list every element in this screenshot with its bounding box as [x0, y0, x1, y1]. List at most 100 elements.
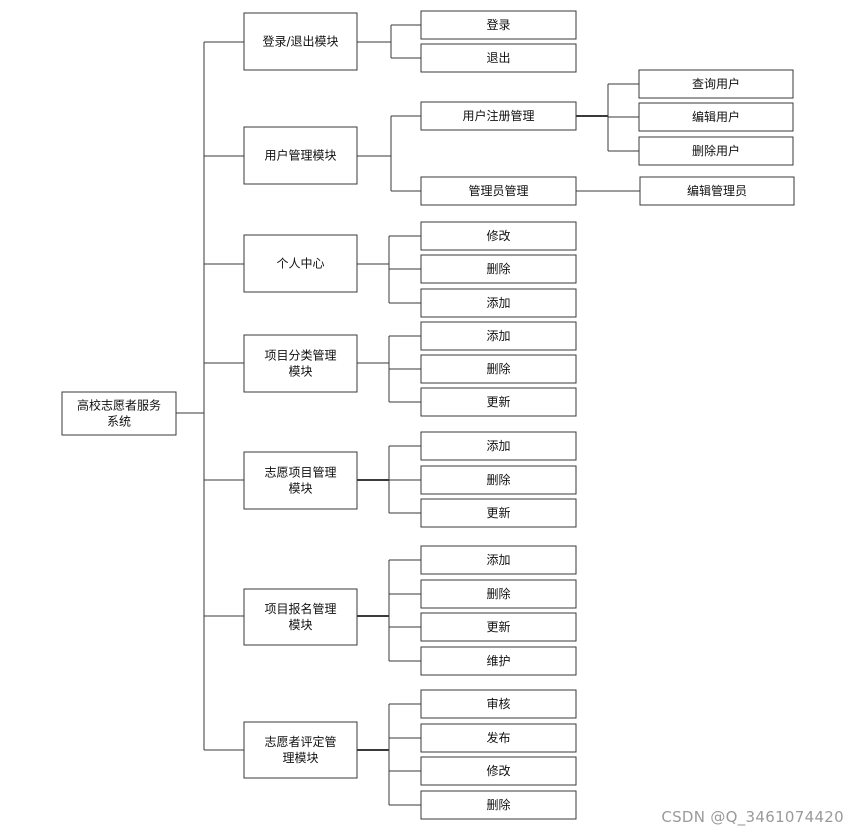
csdn-watermark: CSDN @Q_3461074420 — [661, 808, 844, 826]
module-3-child-1-label: 修改 — [486, 228, 510, 243]
module-1-child-1: 登录 — [420, 10, 577, 40]
module-6-child-2-box — [420, 579, 577, 609]
module-1-child-1-label: 登录 — [486, 17, 510, 32]
module-7-child-3-box — [420, 756, 577, 786]
module-6-child-4: 维护 — [420, 646, 577, 676]
module-2-child-2: 管理员管理 — [420, 176, 577, 206]
module-5-child-3: 更新 — [420, 498, 577, 528]
module-4-child-2-label: 删除 — [486, 361, 510, 376]
register-child-1-box — [638, 69, 794, 99]
module-7-child-1-label: 审核 — [486, 696, 510, 711]
module-5-child-3-box — [420, 498, 577, 528]
module-5-child-1-box — [420, 431, 577, 461]
module-node-3-label: 个人中心 — [276, 256, 324, 271]
module-3-child-3-label: 添加 — [486, 296, 510, 310]
register-child-2-box — [638, 102, 794, 132]
module-node-7-label: 志愿者评定管理模块 — [264, 734, 336, 765]
module-node-6-label: 项目报名管理模块 — [264, 601, 336, 632]
module-3-child-1-box — [420, 221, 577, 251]
module-3-child-3-box — [420, 288, 577, 318]
module-node-2: 用户管理模块 — [243, 126, 358, 185]
module-7-child-1-box — [420, 689, 577, 719]
register-child-3-box — [638, 136, 794, 166]
module-4-child-1: 添加 — [420, 321, 577, 351]
module-node-5-box — [243, 451, 358, 510]
admin-child-1-box — [639, 176, 795, 206]
module-node-2-label: 用户管理模块 — [264, 148, 336, 163]
module-node-1-label: 登录/退出模块 — [262, 34, 338, 49]
module-node-5-label: 志愿项目管理模块 — [264, 465, 336, 496]
module-2-child-2-label: 管理员管理 — [468, 183, 528, 198]
module-7-child-2: 发布 — [420, 723, 577, 753]
module-node-3-box — [243, 234, 358, 293]
module-6-child-4-label: 维护 — [486, 654, 510, 668]
register-child-3-label: 删除用户 — [692, 143, 740, 158]
module-6-child-3-label: 更新 — [486, 619, 510, 634]
module-6-child-1-label: 添加 — [486, 553, 510, 567]
module-node-1-box — [243, 12, 358, 71]
module-2-child-1-label: 用户注册管理 — [462, 108, 534, 123]
module-4-child-3-label: 更新 — [486, 394, 510, 409]
module-4-child-2-box — [420, 354, 577, 384]
module-3-child-1: 修改 — [420, 221, 577, 251]
module-node-5: 志愿项目管理模块 — [243, 451, 358, 510]
module-node-4-label: 项目分类管理模块 — [264, 348, 336, 379]
root-node: 高校志愿者服务系统 — [61, 391, 177, 436]
root-node-box — [61, 391, 177, 436]
module-node-7-box — [243, 721, 358, 779]
module-4-child-3: 更新 — [420, 387, 577, 417]
module-7-child-4: 删除 — [420, 790, 577, 820]
module-1-child-2-label: 退出 — [486, 51, 510, 65]
module-6-child-2: 删除 — [420, 579, 577, 609]
module-6-child-4-box — [420, 646, 577, 676]
module-node-6: 项目报名管理模块 — [243, 588, 358, 646]
admin-child-1-label: 编辑管理员 — [687, 183, 747, 198]
connector-lines — [176, 24, 640, 806]
module-5-child-2-label: 删除 — [486, 472, 510, 487]
module-5-child-1: 添加 — [420, 431, 577, 461]
module-node-2-box — [243, 126, 358, 185]
module-3-child-3: 添加 — [420, 288, 577, 318]
module-1-child-2-box — [420, 43, 577, 73]
module-4-child-1-label: 添加 — [486, 329, 510, 343]
module-node-4-box — [243, 334, 358, 393]
module-5-child-2-box — [420, 465, 577, 495]
module-6-child-1: 添加 — [420, 545, 577, 575]
module-7-child-1: 审核 — [420, 689, 577, 719]
module-1-child-1-box — [420, 10, 577, 40]
module-3-child-2-box — [420, 254, 577, 284]
module-3-child-2: 删除 — [420, 254, 577, 284]
module-6-child-3: 更新 — [420, 612, 577, 642]
module-4-child-3-box — [420, 387, 577, 417]
module-7-child-3-label: 修改 — [486, 763, 510, 778]
module-6-child-3-box — [420, 612, 577, 642]
module-2-child-1: 用户注册管理 — [420, 101, 577, 131]
module-7-child-4-box — [420, 790, 577, 820]
module-2-child-1-box — [420, 101, 577, 131]
module-1-child-2: 退出 — [420, 43, 577, 73]
register-child-3: 删除用户 — [638, 136, 794, 166]
register-child-2-label: 编辑用户 — [692, 109, 740, 124]
module-node-4: 项目分类管理模块 — [243, 334, 358, 393]
module-7-child-4-label: 删除 — [486, 797, 510, 812]
module-node-7: 志愿者评定管理模块 — [243, 721, 358, 779]
register-child-2: 编辑用户 — [638, 102, 794, 132]
module-7-child-2-box — [420, 723, 577, 753]
module-5-child-1-label: 添加 — [486, 439, 510, 453]
module-2-child-2-box — [420, 176, 577, 206]
module-node-1: 登录/退出模块 — [243, 12, 358, 71]
module-5-child-3-label: 更新 — [486, 505, 510, 520]
module-6-child-2-label: 删除 — [486, 586, 510, 601]
module-6-child-1-box — [420, 545, 577, 575]
module-4-child-2: 删除 — [420, 354, 577, 384]
module-3-child-2-label: 删除 — [486, 261, 510, 276]
admin-child-1: 编辑管理员 — [639, 176, 795, 206]
register-child-1-label: 查询用户 — [692, 76, 740, 91]
root-node-label: 高校志愿者服务系统 — [77, 398, 161, 429]
register-child-1: 查询用户 — [638, 69, 794, 99]
module-node-6-box — [243, 588, 358, 646]
module-7-child-3: 修改 — [420, 756, 577, 786]
module-node-3: 个人中心 — [243, 234, 358, 293]
module-7-child-2-label: 发布 — [486, 730, 510, 745]
